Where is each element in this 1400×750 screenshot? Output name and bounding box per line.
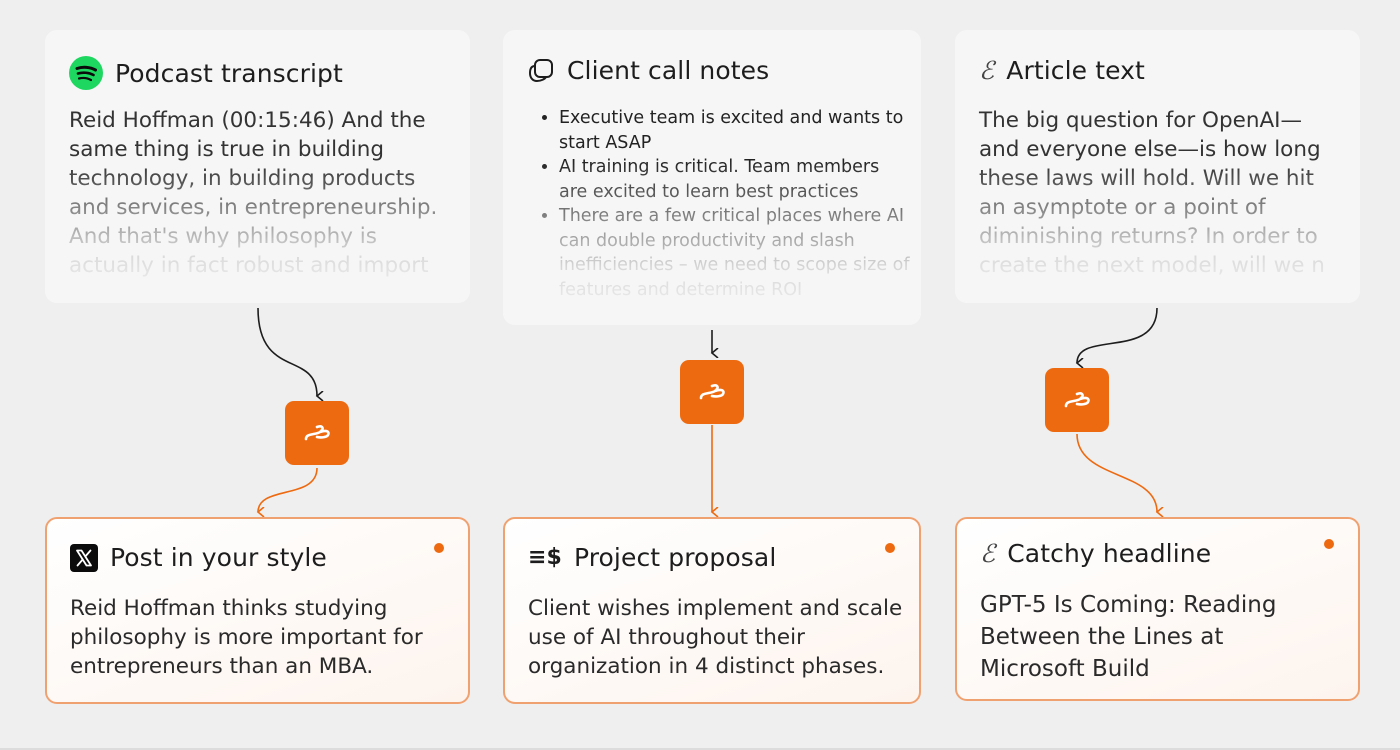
- arrow-source1-to-node1: [257, 307, 317, 396]
- spotify-icon: [69, 56, 103, 90]
- source-card-podcast: Podcast transcript Reid Hoffman (00:15:4…: [45, 30, 470, 303]
- list-item: There are a few critical places where AI…: [559, 204, 911, 302]
- squiggle-icon: [1064, 392, 1090, 408]
- processing-node-2[interactable]: [680, 360, 744, 424]
- source-card-header: Podcast transcript: [69, 56, 343, 90]
- output-card-text: GPT-5 Is Coming: Reading Between the Lin…: [980, 592, 1277, 682]
- arrow-source3-to-node3: [1077, 307, 1158, 363]
- arrow-node1-to-output1: [258, 467, 318, 512]
- script-e-icon: ℰ: [980, 539, 996, 568]
- source-card-text: Reid Hoffman (00:15:46) And the same thi…: [69, 108, 438, 278]
- source-card-title: Client call notes: [567, 56, 770, 85]
- squiggle-icon: [699, 384, 725, 400]
- output-card-post: Post in your style Reid Hoffman thinks s…: [45, 517, 470, 704]
- output-card-headline: ℰ Catchy headline GPT-5 Is Coming: Readi…: [955, 517, 1360, 701]
- processing-node-3[interactable]: [1045, 368, 1109, 432]
- output-card-text: Client wishes implement and scale use of…: [528, 596, 903, 679]
- x-logo-icon: [70, 543, 98, 572]
- squiggle-icon: [304, 425, 330, 441]
- source-card-client-call: Client call notes Executive team is exci…: [503, 30, 921, 325]
- bottom-divider: [0, 748, 1400, 750]
- source-card-header: Client call notes: [527, 56, 769, 85]
- arrow-node3-to-output3: [1076, 433, 1157, 512]
- list-item: AI training is critical. Team members ar…: [559, 155, 911, 204]
- output-card-title: Catchy headline: [1007, 539, 1212, 568]
- chat-bubbles-icon: [527, 57, 555, 85]
- source-card-header: ℰ Article text: [979, 56, 1145, 85]
- source-card-title: Article text: [1006, 56, 1145, 85]
- output-card-header: Post in your style: [70, 543, 327, 572]
- source-card-bullets: Executive team is excited and wants to s…: [541, 106, 911, 302]
- source-card-text: The big question for OpenAI—and everyone…: [979, 108, 1325, 278]
- output-card-proposal: ≡$ Project proposal Client wishes implem…: [503, 517, 921, 704]
- output-card-title: Post in your style: [110, 543, 327, 572]
- status-dot: [1324, 539, 1334, 549]
- status-dot: [434, 543, 444, 553]
- source-card-title: Podcast transcript: [115, 58, 343, 88]
- output-card-title: Project proposal: [573, 543, 777, 572]
- output-card-header: ℰ Catchy headline: [980, 539, 1211, 568]
- processing-node-1[interactable]: [285, 401, 349, 465]
- list-item: Executive team is excited and wants to s…: [559, 106, 911, 155]
- money-icon: ≡$: [528, 545, 562, 570]
- script-e-icon: ℰ: [979, 56, 995, 85]
- output-card-text: Reid Hoffman thinks studying philosophy …: [70, 596, 423, 679]
- source-card-article: ℰ Article text The big question for Open…: [955, 30, 1360, 303]
- output-card-header: ≡$ Project proposal: [528, 543, 776, 572]
- status-dot: [885, 543, 895, 553]
